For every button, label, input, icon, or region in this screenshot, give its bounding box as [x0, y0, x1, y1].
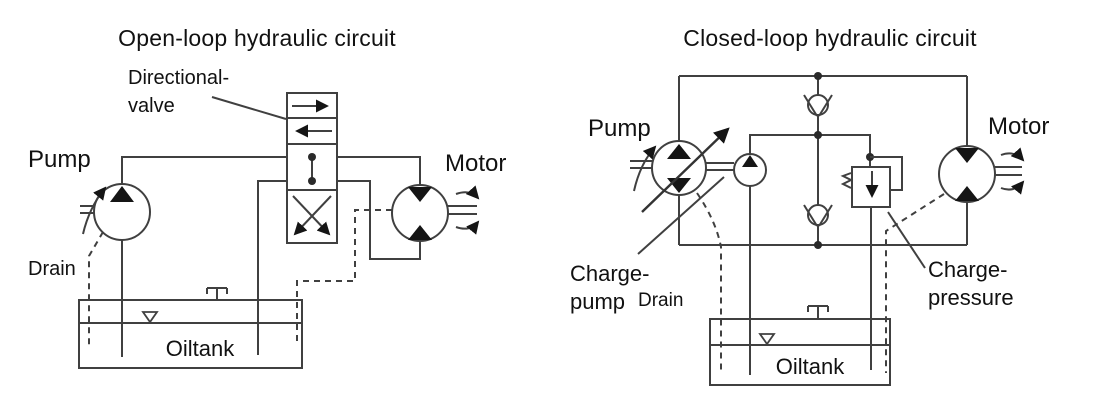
rotation-arrow	[1000, 180, 1025, 195]
motor-label: Motor	[988, 113, 1049, 140]
motor-flow-triangle	[955, 186, 979, 201]
junction-dot	[814, 241, 822, 249]
pump-symbol	[80, 183, 151, 241]
pump-flow-triangle	[742, 155, 758, 167]
pump-drain-line	[88, 231, 104, 348]
pump-drain-line	[696, 192, 722, 373]
variable-pump-symbol	[630, 127, 730, 213]
oil-tank-symbol: Oiltank	[709, 305, 891, 386]
check-valve-icon-top	[803, 94, 833, 117]
pilot-line	[870, 156, 903, 191]
leader-line	[637, 176, 725, 255]
fluid-level-icon	[141, 311, 159, 324]
charge-pressure-label: Charge-	[928, 257, 1007, 282]
closed-loop-title: Closed-loop hydraulic circuit	[683, 25, 977, 51]
breather-icon	[807, 305, 829, 319]
charge-pressure-label2: pressure	[928, 285, 1014, 310]
directional-valve-label: Directional-	[128, 67, 229, 89]
rotation-arrow	[633, 145, 657, 192]
breather-icon	[206, 287, 228, 300]
oiltank-label: Oiltank	[776, 354, 845, 379]
motor-symbol	[391, 184, 480, 242]
pump-flow-triangle	[667, 144, 691, 159]
closed-loop-piping	[678, 72, 968, 375]
open-loop-piping	[88, 156, 421, 357]
charge-pressure-callout: Charge- pressure	[887, 211, 1014, 310]
directional-valve-callout: Directional- valve	[128, 67, 287, 120]
spring-icon	[840, 172, 854, 189]
drain-label: Drain	[638, 290, 683, 311]
pump-label: Pump	[588, 115, 651, 142]
oiltank-label: Oiltank	[166, 336, 235, 361]
port-dot	[308, 153, 316, 161]
motor-flow-triangle	[955, 148, 979, 163]
open-loop-diagram: Open-loop hydraulic circuit Oiltank	[28, 25, 506, 369]
junction-dot	[814, 131, 822, 139]
cross-arrow	[292, 195, 331, 236]
drain-label: Drain	[28, 258, 76, 280]
rotation-arrow	[455, 220, 480, 235]
pump-flow-triangle	[110, 186, 134, 202]
rotation-arrow	[455, 185, 480, 200]
rotation-arrow	[82, 186, 107, 235]
motor-flow-triangle	[408, 187, 432, 202]
oil-tank-symbol: Oiltank	[78, 287, 303, 369]
motor-flow-triangle	[408, 225, 432, 240]
directional-valve-label2: valve	[128, 95, 175, 117]
charge-line	[749, 134, 871, 167]
return-line	[257, 180, 421, 355]
directional-valve-symbol	[286, 92, 338, 244]
charge-pump-symbol	[706, 153, 767, 187]
port-dot	[308, 177, 316, 185]
motor-symbol	[938, 145, 1025, 203]
rotation-arrow	[1000, 147, 1025, 162]
motor-drain-line	[885, 193, 945, 373]
charge-pump-label: Charge-	[570, 261, 649, 286]
check-valve-icon-bottom	[803, 204, 833, 227]
motor-label: Motor	[445, 150, 506, 177]
pressure-line	[121, 156, 421, 188]
junction-dot	[814, 72, 822, 80]
fluid-level-icon	[758, 333, 776, 346]
leader-line	[887, 211, 926, 269]
motor-drain-line	[296, 209, 392, 345]
leader-line	[211, 96, 287, 120]
variable-displacement-arrow	[641, 127, 730, 213]
relief-valve-symbol	[840, 156, 903, 208]
pump-label: Pump	[28, 146, 91, 173]
open-loop-title: Open-loop hydraulic circuit	[118, 25, 396, 51]
cross-arrow	[293, 195, 332, 236]
closed-loop-diagram: Closed-loop hydraulic circuit Oiltank	[570, 25, 1049, 386]
charge-pump-callout: Charge- pump	[570, 176, 725, 314]
charge-pump-label2: pump	[570, 289, 625, 314]
